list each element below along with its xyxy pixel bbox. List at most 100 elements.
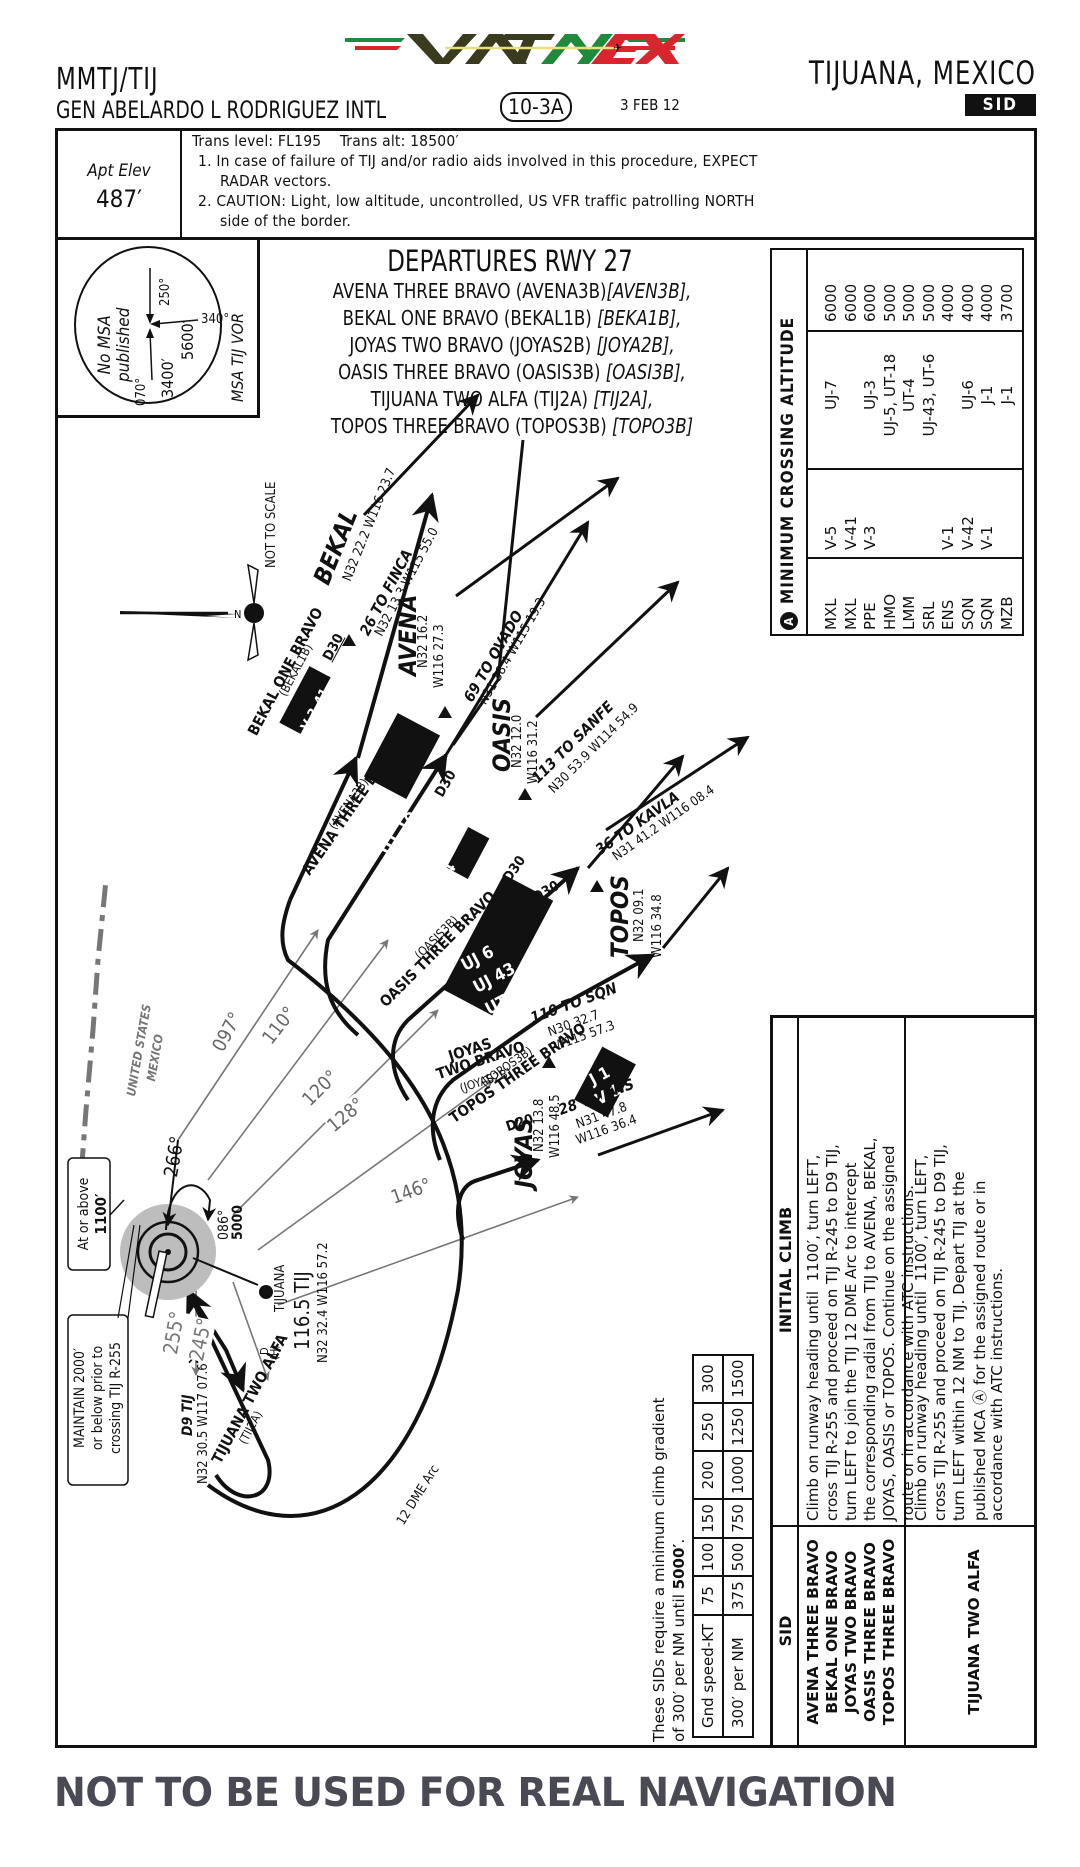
d9-name: D9 TIJ — [180, 1394, 196, 1436]
gradient-cell: 250 — [693, 1402, 723, 1451]
gradient-cell: 1250 — [723, 1402, 753, 1451]
bekal-waypoint-icon — [342, 634, 356, 646]
gradient-cell: 200 — [693, 1450, 723, 1500]
gradient-altitude: 5000′ — [670, 1543, 688, 1590]
note-2-cont: side of the border. — [220, 212, 351, 230]
transition-info: Trans level: FL195 Trans alt: 18500′ — [192, 132, 459, 150]
departure-name: TOPOS THREE BRAVO (TOPOS3B) — [330, 414, 607, 438]
svg-text:✈: ✈ — [613, 41, 622, 55]
airport-name: GEN ABELARDO L RODRIGUEZ INTL — [56, 96, 387, 124]
initial-climb-text: accordance with ATC instructions. — [988, 1267, 1006, 1521]
initial-climb-text: Climb on runway heading until 1100′, tur… — [912, 1154, 930, 1521]
departure-item: AVENA THREE BRAVO (AVENA3B)[AVEN3B], — [287, 278, 737, 305]
hold-alt-label: 5000 — [230, 1204, 246, 1240]
gradient-text-2a: of 300′ per NM until — [670, 1589, 688, 1742]
disclaimer-banner: NOT TO BE USED FOR REAL NAVIGATION — [54, 1770, 897, 1816]
departure-item: TOPOS THREE BRAVO (TOPOS3B) [TOPO3B] — [287, 413, 737, 440]
d9-coords: N32 30.5 W117 07.6 — [196, 1363, 211, 1484]
elevation-label: Apt Elev — [87, 161, 151, 181]
gradient-row-header: 300′ per NM — [723, 1615, 753, 1737]
departure-name: BEKAL ONE BRAVO (BEKAL1B) — [342, 306, 592, 330]
note-2: 2. CAUTION: Light, low altitude, uncontr… — [198, 192, 755, 210]
initial-climb-header: INITIAL CLIMB — [776, 1206, 795, 1334]
oasis-outbound — [534, 580, 680, 719]
bekal-outbound — [362, 393, 480, 517]
departure-name: AVENA THREE BRAVO (AVENA3B) — [332, 279, 607, 303]
vor-icon — [148, 1232, 188, 1272]
gradient-cell: 1500 — [723, 1354, 753, 1403]
departure-code: [JOYA2B], — [596, 333, 675, 357]
departure-code: [BEKA1B], — [597, 306, 682, 330]
gradient-cell: 375 — [723, 1576, 753, 1616]
departure-item: BEKAL ONE BRAVO (BEKAL1B) [BEKA1B], — [287, 305, 737, 332]
airport-elevation: Apt Elev 487′ — [58, 131, 182, 237]
gradient-cell: 500 — [723, 1537, 753, 1577]
topos-fix-c1: N32 09.1 — [632, 888, 647, 942]
joyas-waypoint-icon — [542, 1056, 556, 1068]
note-1-cont: RADAR vectors. — [220, 172, 332, 190]
topos-outbound — [605, 735, 750, 832]
initial-climb-text: JOYAS, OASIS or TOPOS. Continue on the a… — [880, 1145, 898, 1521]
maintain-line3: crossing TIJ R-255 — [108, 1342, 124, 1454]
vor-frequency: 116.5 TIJ — [290, 1271, 314, 1350]
chart-date: 3 FEB 12 — [620, 96, 680, 114]
departures-title: DEPARTURES RWY 27 — [387, 244, 633, 278]
sid-name: AVENA THREE BRAVO — [804, 1539, 822, 1725]
topos-fix-name: TOPOS — [606, 875, 634, 958]
sid-name: OASIS THREE BRAVO — [861, 1542, 879, 1722]
departure-name: OASIS THREE BRAVO (OASIS3B) — [338, 360, 601, 384]
msa-circle — [74, 246, 222, 404]
airway-boxes — [279, 666, 636, 1118]
avena-fix-c2: W116 27.3 — [432, 624, 447, 688]
chart-page-id: 10-3A — [500, 92, 572, 122]
waypoint-triangles — [342, 634, 604, 1068]
oasis-waypoint-icon — [518, 788, 532, 800]
vatmex-logo: ✈ — [345, 34, 685, 64]
topos-waypoint-icon — [590, 880, 604, 892]
maintain-line2: or below prior to — [90, 1345, 106, 1451]
not-to-scale-label: NOT TO SCALE — [264, 481, 279, 568]
runway-heading-line — [162, 1139, 179, 1227]
initial-climb-text: turn LEFT within 12 NM to TIJ. Depart TI… — [950, 1171, 968, 1521]
gradient-cell: 100 — [693, 1537, 723, 1577]
maintain-box — [67, 1314, 129, 1486]
sid-name: TOPOS THREE BRAVO — [880, 1538, 898, 1726]
vor-coords: N32 32.4 W116 57.2 — [316, 1242, 331, 1363]
city-title: TIJUANA, MEXICO — [809, 54, 1036, 92]
sid-name: TIJUANA TWO ALFA — [965, 1549, 983, 1715]
airport-identifier: MMTJ/TIJ — [56, 62, 159, 97]
info-row — [55, 128, 1037, 240]
departure-code: [TIJ2A], — [593, 387, 654, 411]
runway-27 — [144, 1250, 168, 1319]
gradient-text-2: of 300′ per NM until 5000′. — [670, 1539, 688, 1742]
gradient-cell: 300 — [693, 1354, 723, 1403]
avena-outbound — [455, 476, 620, 598]
topos-fix-c2: W116 34.8 — [650, 894, 665, 958]
at-or-above-line2: 1100′ — [92, 1193, 110, 1235]
initial-climb-text: the corresponding radial from TIJ to AVE… — [861, 1137, 879, 1521]
msa-bearing-340: 340° — [201, 312, 230, 327]
departure-code: [TOPO3B] — [611, 414, 694, 438]
north-arrow — [120, 563, 264, 662]
sid-name: JOYAS TWO BRAVO — [842, 1550, 860, 1714]
maintain-line1: MAINTAIN 2000′ — [72, 1348, 88, 1448]
msa-box: No MSA published 250° 5600′ 340° 070° 34… — [58, 240, 260, 418]
sid-name: BEKAL ONE BRAVO — [823, 1550, 841, 1714]
chart-type-badge: SID — [964, 94, 1036, 116]
initial-climb-text: turn LEFT to join the TIJ 12 DME Arc to … — [842, 1162, 860, 1521]
initial-climb-table: These SIDs require a minimum climb gradi… — [640, 1015, 1037, 1745]
vor-mca-marker: A — [257, 1296, 264, 1306]
departures-list: AVENA THREE BRAVO (AVENA3B)[AVEN3B], BEK… — [287, 278, 737, 440]
oasis-fix-c1: N32 12.0 — [510, 714, 525, 768]
sid-column-header: SID — [776, 1615, 795, 1647]
note-1: 1. In case of failure of TIJ and/or radi… — [198, 152, 758, 170]
gradient-text-2c: . — [670, 1538, 688, 1544]
table-grid — [640, 1015, 1037, 1745]
initial-climb-text: published MCA Ⓐ for the assigned route o… — [971, 1180, 989, 1521]
joyas-fix-c1: N32 13.8 — [532, 1098, 547, 1152]
vor-name: TIJUANA — [273, 1264, 288, 1312]
initial-climb-text: Climb on runway heading until 1100′, tur… — [804, 1154, 822, 1521]
